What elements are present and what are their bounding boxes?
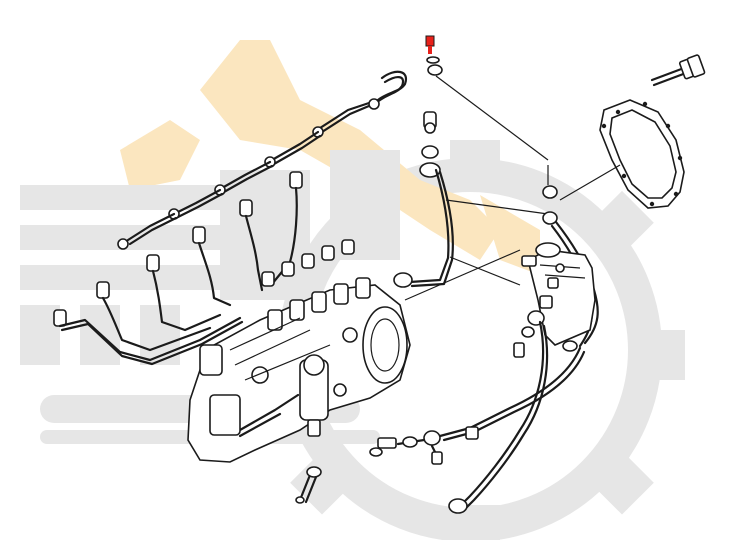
excavator-cab-watermark xyxy=(20,150,400,365)
watermark-logo xyxy=(20,40,685,540)
cover-bolt xyxy=(650,54,706,87)
washer-icon xyxy=(426,56,440,64)
gear-teeth-watermark xyxy=(290,140,685,540)
injection-lines xyxy=(53,70,408,366)
pump-outlet-fittings xyxy=(261,239,355,287)
banjo-fitting-icon xyxy=(427,64,443,76)
delivery-valves xyxy=(267,277,371,331)
return-lines xyxy=(369,310,586,514)
bolt-icon[interactable] xyxy=(425,35,435,54)
gasket xyxy=(599,99,685,209)
injection-pump xyxy=(187,239,411,504)
feed-line xyxy=(393,35,549,301)
